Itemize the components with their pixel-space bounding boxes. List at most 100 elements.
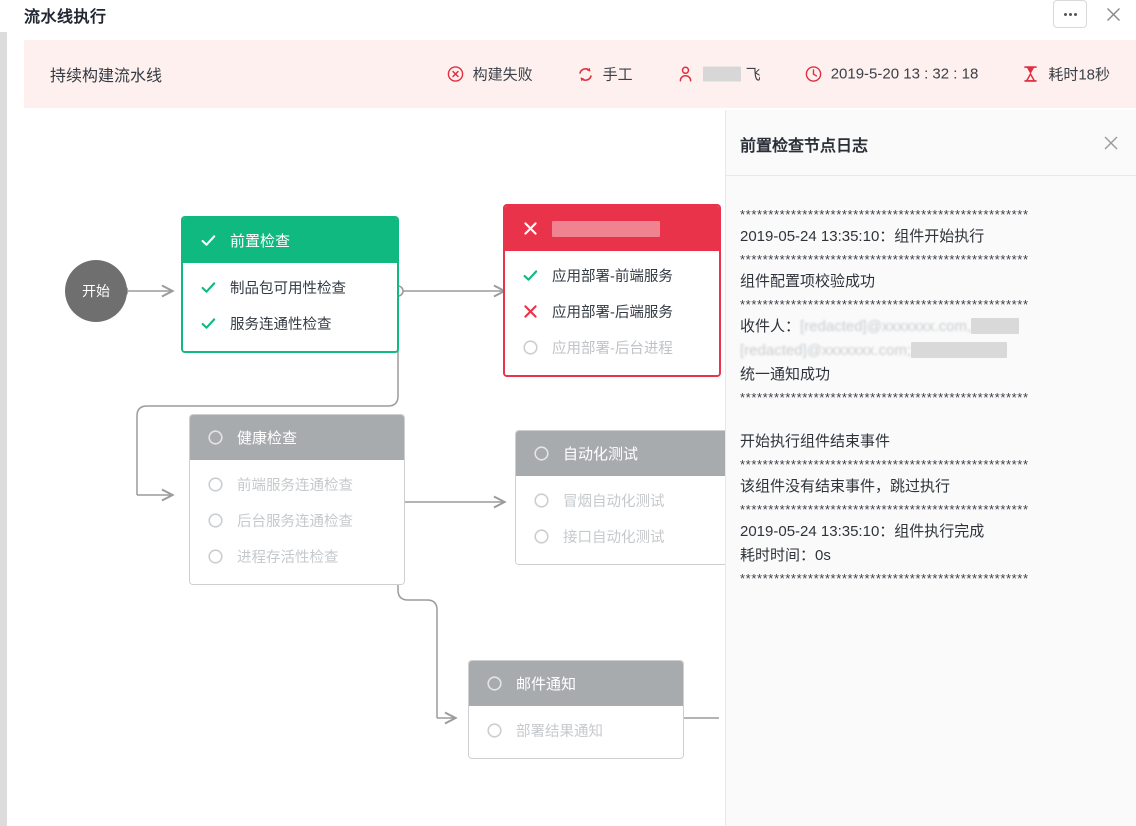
node-row-label: 应用部署-后台进程: [552, 340, 673, 357]
circle-icon: [533, 492, 550, 509]
drawer-close-button[interactable]: [1098, 130, 1124, 156]
node-mail-notify[interactable]: 邮件通知 部署结果通知: [468, 660, 684, 759]
drawer-log-body[interactable]: ****************************************…: [726, 176, 1136, 826]
circle-icon: [522, 339, 539, 356]
drawer-title: 前置检查节点日志: [740, 138, 869, 155]
node-row-label: 制品包可用性检查: [230, 280, 346, 297]
log-recipients-redaction-block-2: [911, 342, 1008, 358]
node-row[interactable]: 进程存活性检查: [190, 538, 404, 574]
close-icon: [1106, 7, 1120, 21]
log-line: 开始执行组件结束事件: [740, 433, 891, 450]
clock-icon: [805, 66, 822, 83]
node-health-check-title: 健康检查: [237, 430, 298, 447]
node-row-label: 进程存活性检查: [237, 549, 339, 566]
cross-icon: [522, 303, 539, 320]
build-status-label: 构建失败: [472, 66, 533, 84]
node-row[interactable]: 后台服务连通检查: [190, 502, 404, 538]
circle-icon: [533, 445, 550, 462]
log-line: ****************************************…: [740, 252, 1029, 267]
hourglass-icon: [1022, 66, 1039, 83]
node-app-deploy[interactable]: 应用部署-前端服务 应用部署-后端服务 应用部署-后台进程: [503, 204, 721, 377]
node-auto-test-header[interactable]: 自动化测试: [516, 431, 730, 476]
node-row[interactable]: 应用部署-后台进程: [505, 329, 719, 365]
node-row[interactable]: 服务连通性检查: [183, 305, 397, 341]
wire-precheck-branch-down: [136, 296, 399, 495]
error-circle-icon: [447, 66, 464, 83]
trigger-user: 飞: [655, 64, 783, 85]
node-row[interactable]: 冒烟自动化测试: [516, 482, 730, 518]
node-row[interactable]: 接口自动化测试: [516, 518, 730, 554]
node-row-label: 接口自动化测试: [563, 529, 665, 546]
left-edge-strip: [0, 0, 7, 826]
circle-icon: [207, 476, 224, 493]
log-line: ****************************************…: [740, 502, 1029, 517]
node-mail-notify-title: 邮件通知: [516, 676, 577, 693]
node-row[interactable]: 应用部署-前端服务: [505, 257, 719, 293]
page-title: 流水线执行: [24, 9, 107, 26]
more-dots-icon: [1063, 12, 1077, 16]
log-recipients-redaction-block: [971, 318, 1020, 334]
node-health-check-header[interactable]: 健康检查: [190, 415, 404, 460]
user-name-redaction: [702, 66, 741, 82]
trigger-type: 手工: [555, 64, 655, 85]
graph-start-node[interactable]: 开始: [65, 260, 127, 322]
log-recipients-redaction-2: [redacted]@xxxxxxx.com;: [740, 342, 912, 359]
node-auto-test-body: 冒烟自动化测试 接口自动化测试: [516, 476, 730, 564]
check-icon: [522, 267, 539, 284]
start-node-label: 开始: [82, 283, 110, 299]
node-row-label: 应用部署-前端服务: [552, 268, 673, 285]
node-app-deploy-body: 应用部署-前端服务 应用部署-后端服务 应用部署-后台进程: [505, 251, 719, 375]
node-mail-notify-header[interactable]: 邮件通知: [469, 661, 683, 706]
refresh-icon: [577, 66, 594, 83]
node-row[interactable]: 部署结果通知: [469, 712, 683, 748]
log-line: 组件配置项校验成功: [740, 273, 876, 290]
log-line: ****************************************…: [740, 571, 1029, 586]
log-line: 统一通知成功: [740, 366, 831, 383]
node-row[interactable]: 制品包可用性检查: [183, 269, 397, 305]
check-icon: [200, 232, 217, 249]
circle-icon: [486, 675, 503, 692]
build-duration-label: 耗时18秒: [1048, 66, 1110, 84]
pipeline-summary-banner: 持续构建流水线 构建失败: [24, 40, 1136, 108]
node-pre-check[interactable]: 前置检查 制品包可用性检查 服务连通性检查: [181, 216, 399, 353]
circle-icon: [207, 512, 224, 529]
node-row-label: 应用部署-后端服务: [552, 304, 673, 321]
drawer-header: 前置检查节点日志: [726, 110, 1136, 176]
node-row-label: 前端服务连通检查: [237, 477, 353, 494]
log-line-recipients: 收件人：[redacted]@xxxxxxx.com,: [740, 315, 1122, 339]
window-titlebar: 流水线执行: [0, 0, 1136, 32]
cross-icon: [522, 220, 539, 237]
more-options-button[interactable]: [1053, 0, 1087, 28]
node-mail-notify-body: 部署结果通知: [469, 706, 683, 758]
node-app-deploy-header[interactable]: [505, 206, 719, 251]
node-auto-test-title: 自动化测试: [563, 446, 639, 463]
check-icon: [200, 279, 217, 296]
node-auto-test[interactable]: 自动化测试 冒烟自动化测试 接口自动化测试: [515, 430, 731, 565]
node-log-drawer: 前置检查节点日志 *******************************…: [725, 110, 1136, 826]
log-line: ****************************************…: [740, 390, 1029, 405]
build-status: 构建失败: [425, 64, 555, 85]
circle-icon: [533, 528, 550, 545]
node-pre-check-header[interactable]: 前置检查: [183, 218, 397, 263]
node-pre-check-title: 前置检查: [230, 233, 291, 250]
user-icon: [677, 66, 694, 83]
log-line: 2019-05-24 13:35:10：组件开始执行: [740, 228, 985, 245]
node-health-check[interactable]: 健康检查 前端服务连通检查 后台服务连通检查: [189, 414, 405, 585]
node-row[interactable]: 应用部署-后端服务: [505, 293, 719, 329]
window-close-button[interactable]: [1100, 1, 1126, 27]
node-row[interactable]: 前端服务连通检查: [190, 466, 404, 502]
log-line-recipients-cont: [redacted]@xxxxxxx.com;: [740, 339, 1122, 363]
build-time: 2019-5-20 13 : 32 : 18: [783, 66, 1001, 83]
node-row-label: 后台服务连通检查: [237, 513, 353, 530]
build-time-label: 2019-5-20 13 : 32 : 18: [830, 65, 979, 83]
log-recipients-redaction: [redacted]@xxxxxxx.com,: [800, 318, 972, 335]
node-row-label: 冒烟自动化测试: [563, 493, 665, 510]
log-line: 该组件没有结束事件，跳过执行: [740, 478, 951, 495]
log-line: ****************************************…: [740, 207, 1029, 222]
node-row-label: 服务连通性检查: [230, 316, 332, 333]
node-app-deploy-title-redaction: [552, 220, 660, 237]
wire-health-branch-down: [397, 502, 438, 718]
node-row-label: 部署结果通知: [516, 723, 603, 740]
circle-icon: [207, 548, 224, 565]
